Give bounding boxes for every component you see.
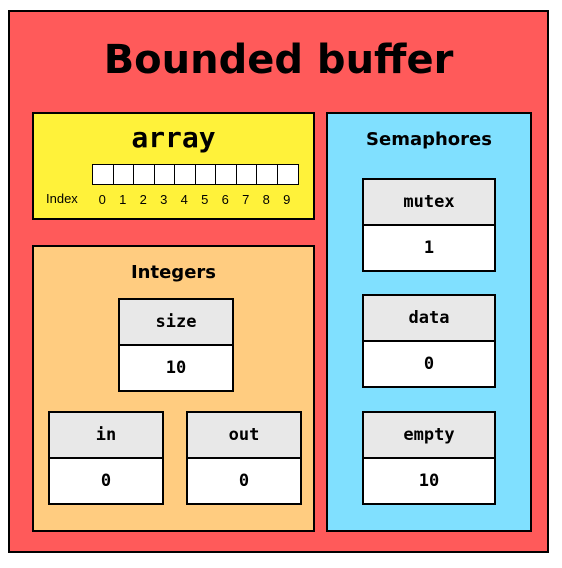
array-cell [155, 165, 175, 184]
array-cell [278, 165, 299, 184]
array-index: 8 [262, 192, 270, 207]
array-cell [114, 165, 134, 184]
array-cell [196, 165, 216, 184]
in-value: 0 [50, 459, 162, 503]
array-cell [175, 165, 196, 184]
array-cell [134, 165, 155, 184]
array-index: 6 [221, 192, 229, 207]
semaphores-title: Semaphores [366, 129, 492, 150]
in-variable: in 0 [48, 411, 164, 505]
semaphores-box: Semaphores mutex 1 data 0 empty 10 [326, 112, 532, 532]
mutex-semaphore: mutex 1 [362, 178, 496, 272]
array-index: 2 [139, 192, 147, 207]
integers-title: Integers [130, 262, 216, 283]
empty-name: empty [364, 413, 494, 459]
diagram-title: Bounded buffer [103, 37, 454, 83]
integers-box: Integers size 10 in 0 out 0 [32, 245, 315, 532]
empty-semaphore: empty 10 [362, 411, 496, 505]
array-index: 0 [98, 192, 106, 207]
array-index: 4 [180, 192, 188, 207]
array-cell [257, 165, 278, 184]
array-index: 7 [242, 192, 250, 207]
data-semaphore: data 0 [362, 294, 496, 388]
empty-value: 10 [364, 459, 494, 503]
index-label: Index [46, 191, 78, 206]
array-title: array [131, 121, 216, 154]
data-value: 0 [364, 342, 494, 386]
array-cell [93, 165, 114, 184]
array-cell [237, 165, 257, 184]
array-index: 9 [283, 192, 291, 207]
array-index: 1 [119, 192, 127, 207]
in-name: in [50, 413, 162, 459]
mutex-value: 1 [364, 226, 494, 270]
array-index: 3 [160, 192, 168, 207]
array-cells [92, 164, 299, 185]
size-name: size [120, 300, 232, 346]
out-name: out [188, 413, 300, 459]
out-variable: out 0 [186, 411, 302, 505]
data-name: data [364, 296, 494, 342]
size-variable: size 10 [118, 298, 234, 392]
array-index: 5 [201, 192, 209, 207]
size-value: 10 [120, 346, 232, 390]
out-value: 0 [188, 459, 300, 503]
mutex-name: mutex [364, 180, 494, 226]
array-cell [216, 165, 237, 184]
